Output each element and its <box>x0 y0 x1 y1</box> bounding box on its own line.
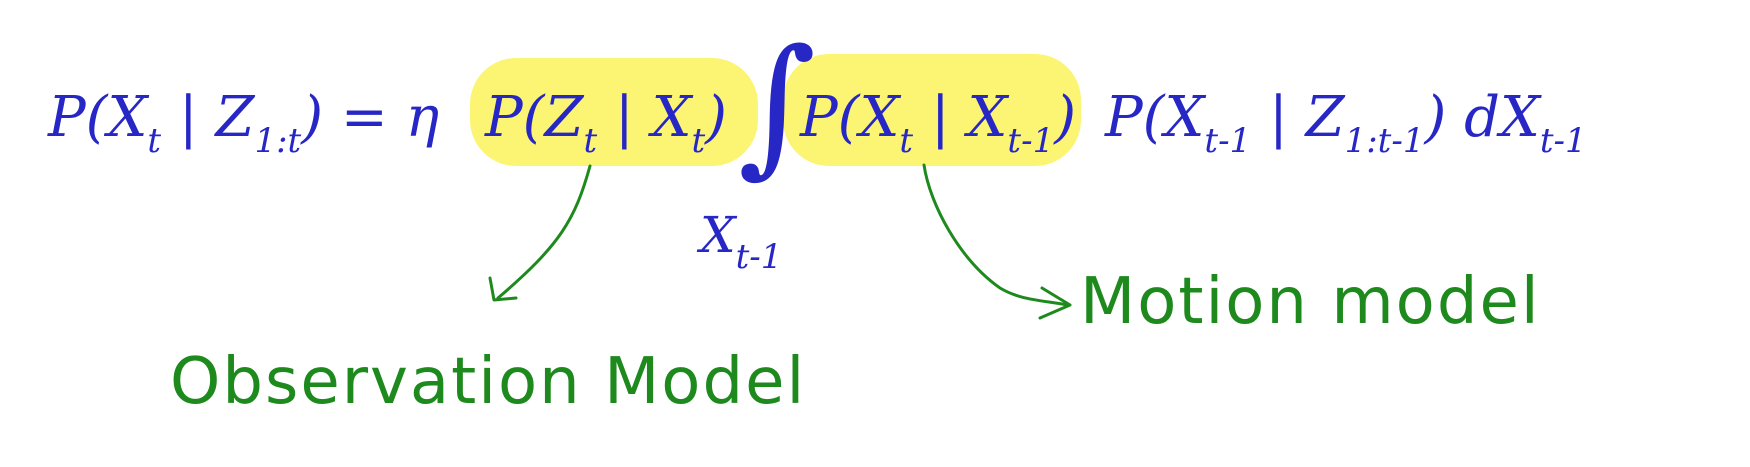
observation-arrow-curve <box>496 164 592 300</box>
observation-term: P(Zt | Xt) <box>485 90 727 161</box>
posterior-sub-range: 1:t <box>254 121 302 161</box>
observation-term-highlight <box>470 58 758 166</box>
observation-sub: t <box>583 121 598 161</box>
motion-close: ) <box>1054 85 1077 150</box>
motion-sub2: t-1 <box>1007 121 1055 161</box>
motion-arrow-curve <box>922 163 1070 307</box>
observation-bar: | X <box>597 85 692 150</box>
motion-p: P(X <box>800 85 900 150</box>
posterior-p: P(X <box>48 85 148 150</box>
observation-p: P(Z <box>485 85 584 150</box>
observation-sub2: t <box>691 121 706 161</box>
motion-arrow-head <box>1038 286 1072 320</box>
prior-p: P(X <box>1105 85 1205 150</box>
posterior-close: ) <box>301 85 324 150</box>
integral-variable: Xt-1 <box>700 210 782 274</box>
prior-sub2: 1:t-1 <box>1344 121 1425 161</box>
prior-close: ) dX <box>1424 85 1540 150</box>
motion-term-highlight <box>783 54 1081 166</box>
motion-sub: t <box>899 121 914 161</box>
integral-var-sub: t-1 <box>735 237 783 277</box>
posterior-sub-t: t <box>147 121 162 161</box>
motion-model-label: Motion model <box>1080 265 1541 339</box>
posterior-bar: | Z <box>161 85 255 150</box>
observation-close: ) <box>705 85 727 150</box>
motion-bar: | X <box>913 85 1008 150</box>
observation-arrow-head <box>488 276 518 302</box>
dx-sub: t-1 <box>1539 121 1587 161</box>
integral-var: X <box>700 206 736 264</box>
prior-bar: | Z <box>1251 85 1345 150</box>
prior-term: P(Xt-1 | Z1:t-1) dXt-1 <box>1105 90 1587 161</box>
motion-term: P(Xt | Xt-1) <box>800 90 1076 161</box>
observation-model-label: Observation Model <box>170 345 807 419</box>
prior-sub: t-1 <box>1204 121 1252 161</box>
integral-sign: ∫ <box>738 18 817 192</box>
equals-eta: = η <box>323 85 440 150</box>
posterior-term: P(Xt | Z1:t) = η <box>48 90 439 161</box>
